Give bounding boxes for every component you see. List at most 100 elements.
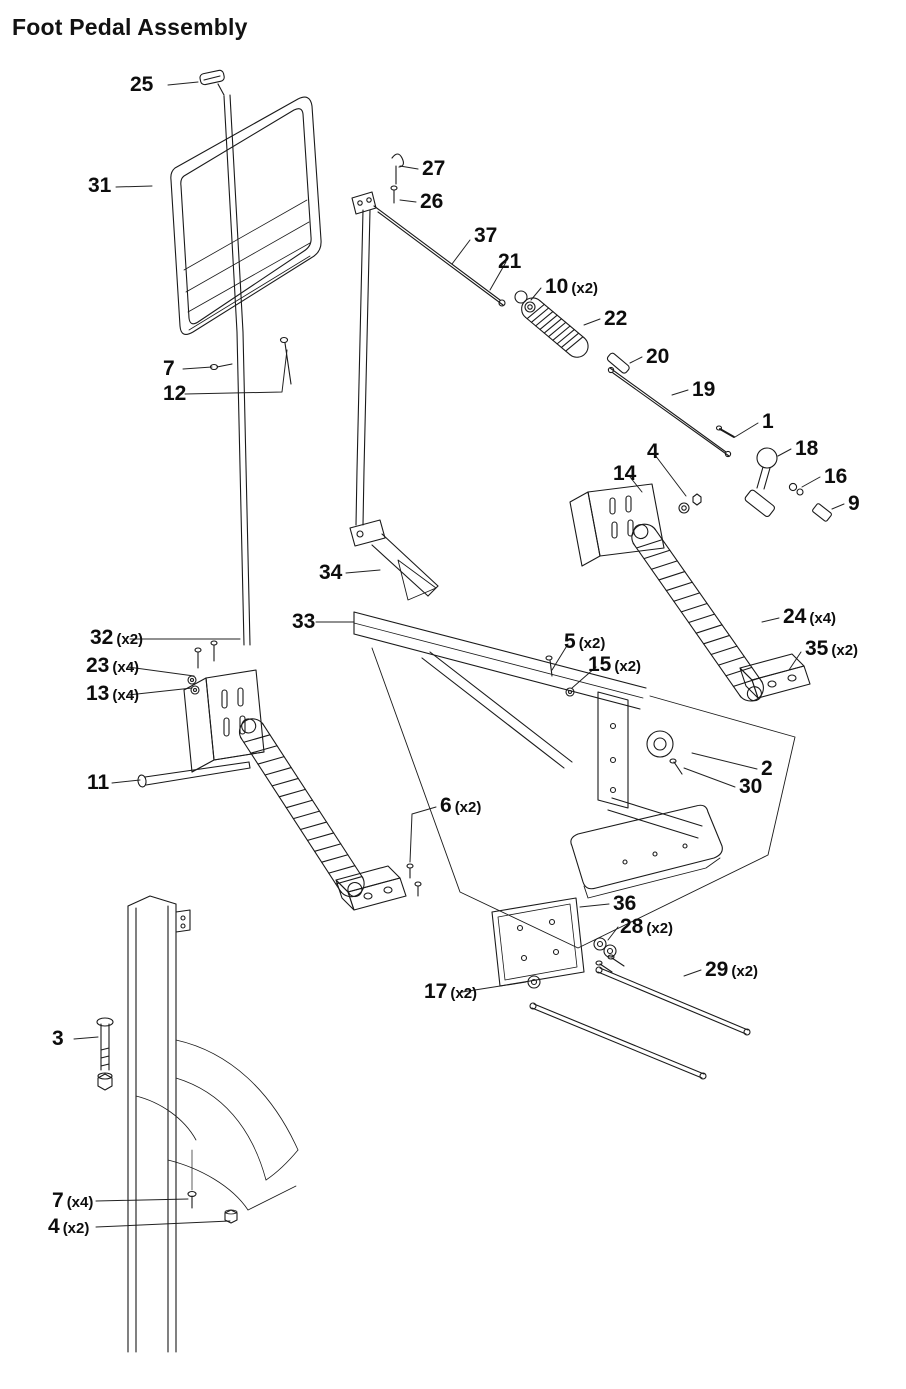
callout-24: 24(x4) [783, 606, 836, 627]
support-rods [223, 94, 371, 646]
callout-number: 24 [783, 605, 807, 628]
callout-15: 15(x2) [588, 654, 641, 675]
callout-number: 9 [848, 492, 860, 515]
callout-number: 13 [86, 682, 110, 705]
callout-36: 36 [613, 893, 636, 914]
callout-qty: (x4) [66, 1194, 94, 1211]
callout-25: 25 [130, 74, 153, 95]
long-bolt [137, 761, 251, 788]
roller-assembly [646, 730, 683, 775]
callout-number: 20 [646, 345, 670, 368]
left-spring-bracket [183, 640, 265, 773]
small-spring [521, 297, 589, 358]
callout-34: 34 [319, 562, 342, 583]
floorboard-frame [170, 96, 322, 335]
main-frame [353, 611, 796, 949]
callout-17: 17(x2) [424, 981, 477, 1002]
callout-number: 11 [87, 771, 110, 794]
callout-qty: (x2) [646, 920, 674, 937]
callout-number: 33 [292, 610, 316, 633]
page-title: Foot Pedal Assembly [12, 14, 248, 40]
callout-number: 37 [474, 224, 498, 247]
callout-28: 28(x2) [620, 916, 673, 937]
callout-number: 4 [48, 1215, 60, 1238]
callout-12: 12 [163, 383, 186, 404]
callout-16: 16 [824, 466, 847, 487]
pivot-weldment [349, 519, 439, 601]
callout-number: 31 [88, 174, 112, 197]
mount-plate [491, 897, 625, 989]
callout-22: 22 [604, 308, 627, 329]
callout-number: 34 [319, 561, 343, 584]
callout-number: 7 [163, 357, 175, 380]
callout-33: 33 [292, 611, 315, 632]
callout-1: 1 [762, 411, 774, 432]
callout-5: 5(x2) [564, 631, 605, 652]
callout-qty: (x4) [112, 687, 140, 704]
left-spring [239, 718, 365, 898]
clip-part [199, 69, 225, 96]
callout-13: 13(x4) [86, 683, 139, 704]
callout-number: 7 [52, 1189, 64, 1212]
callout-qty: (x2) [62, 1220, 90, 1237]
callout-19: 19 [692, 379, 715, 400]
callout-30: 30 [739, 776, 762, 797]
callout-number: 15 [588, 653, 612, 676]
pedal-pad [570, 804, 723, 899]
callout-9: 9 [848, 493, 860, 514]
callout-number: 10 [545, 275, 569, 298]
callout-number: 1 [762, 410, 774, 433]
callout-number: 19 [692, 378, 716, 401]
callout-number: 36 [613, 892, 637, 915]
callout-number: 28 [620, 915, 644, 938]
callout-20: 20 [646, 346, 669, 367]
callout-2: 2 [761, 758, 773, 779]
callout-number: 21 [498, 250, 522, 273]
upper-spring-bracket [569, 483, 702, 567]
callout-number: 6 [440, 794, 452, 817]
leader-lines [73, 81, 845, 1228]
callout-11: 11 [87, 772, 109, 793]
callout-14: 14 [613, 463, 636, 484]
callout-3: 3 [52, 1028, 64, 1049]
callout-31: 31 [88, 175, 111, 196]
callout-4-upper: 4 [647, 441, 659, 462]
callout-qty: (x2) [571, 280, 599, 297]
callout-37: 37 [474, 225, 497, 246]
callout-number: 17 [424, 980, 448, 1003]
callout-number: 5 [564, 630, 576, 653]
callout-qty: (x2) [731, 963, 759, 980]
callout-qty: (x2) [450, 985, 478, 1002]
callout-number: 25 [130, 73, 154, 96]
callout-qty: (x4) [112, 659, 140, 676]
callout-number: 26 [420, 190, 444, 213]
right-spring-block [739, 653, 811, 699]
callout-7-lower: 7(x4) [52, 1190, 93, 1211]
callout-6: 6(x2) [440, 795, 481, 816]
callout-qty: (x2) [614, 658, 642, 675]
callout-26: 26 [420, 191, 443, 212]
ring-and-clip [514, 290, 536, 313]
callout-10: 10(x2) [545, 276, 598, 297]
frame-screws [209, 336, 292, 385]
callout-32: 32(x2) [90, 627, 143, 648]
spacer-and-rod [606, 352, 735, 458]
callout-number: 3 [52, 1027, 64, 1050]
callout-number: 14 [613, 462, 637, 485]
callout-qty: (x2) [831, 642, 859, 659]
callout-7-upper: 7 [163, 358, 175, 379]
callout-number: 2 [761, 757, 773, 780]
callout-qty: (x2) [454, 799, 482, 816]
left-spring-block [335, 863, 422, 911]
callout-number: 29 [705, 958, 729, 981]
bottom-hardware [187, 1190, 238, 1224]
callout-35: 35(x2) [805, 638, 858, 659]
hex-bolt [96, 1017, 114, 1091]
callout-27: 27 [422, 158, 445, 179]
callout-number: 12 [163, 382, 187, 405]
callout-number: 23 [86, 654, 110, 677]
small-screw-washer [545, 655, 575, 697]
callout-number: 22 [604, 307, 628, 330]
callout-number: 4 [647, 440, 659, 463]
